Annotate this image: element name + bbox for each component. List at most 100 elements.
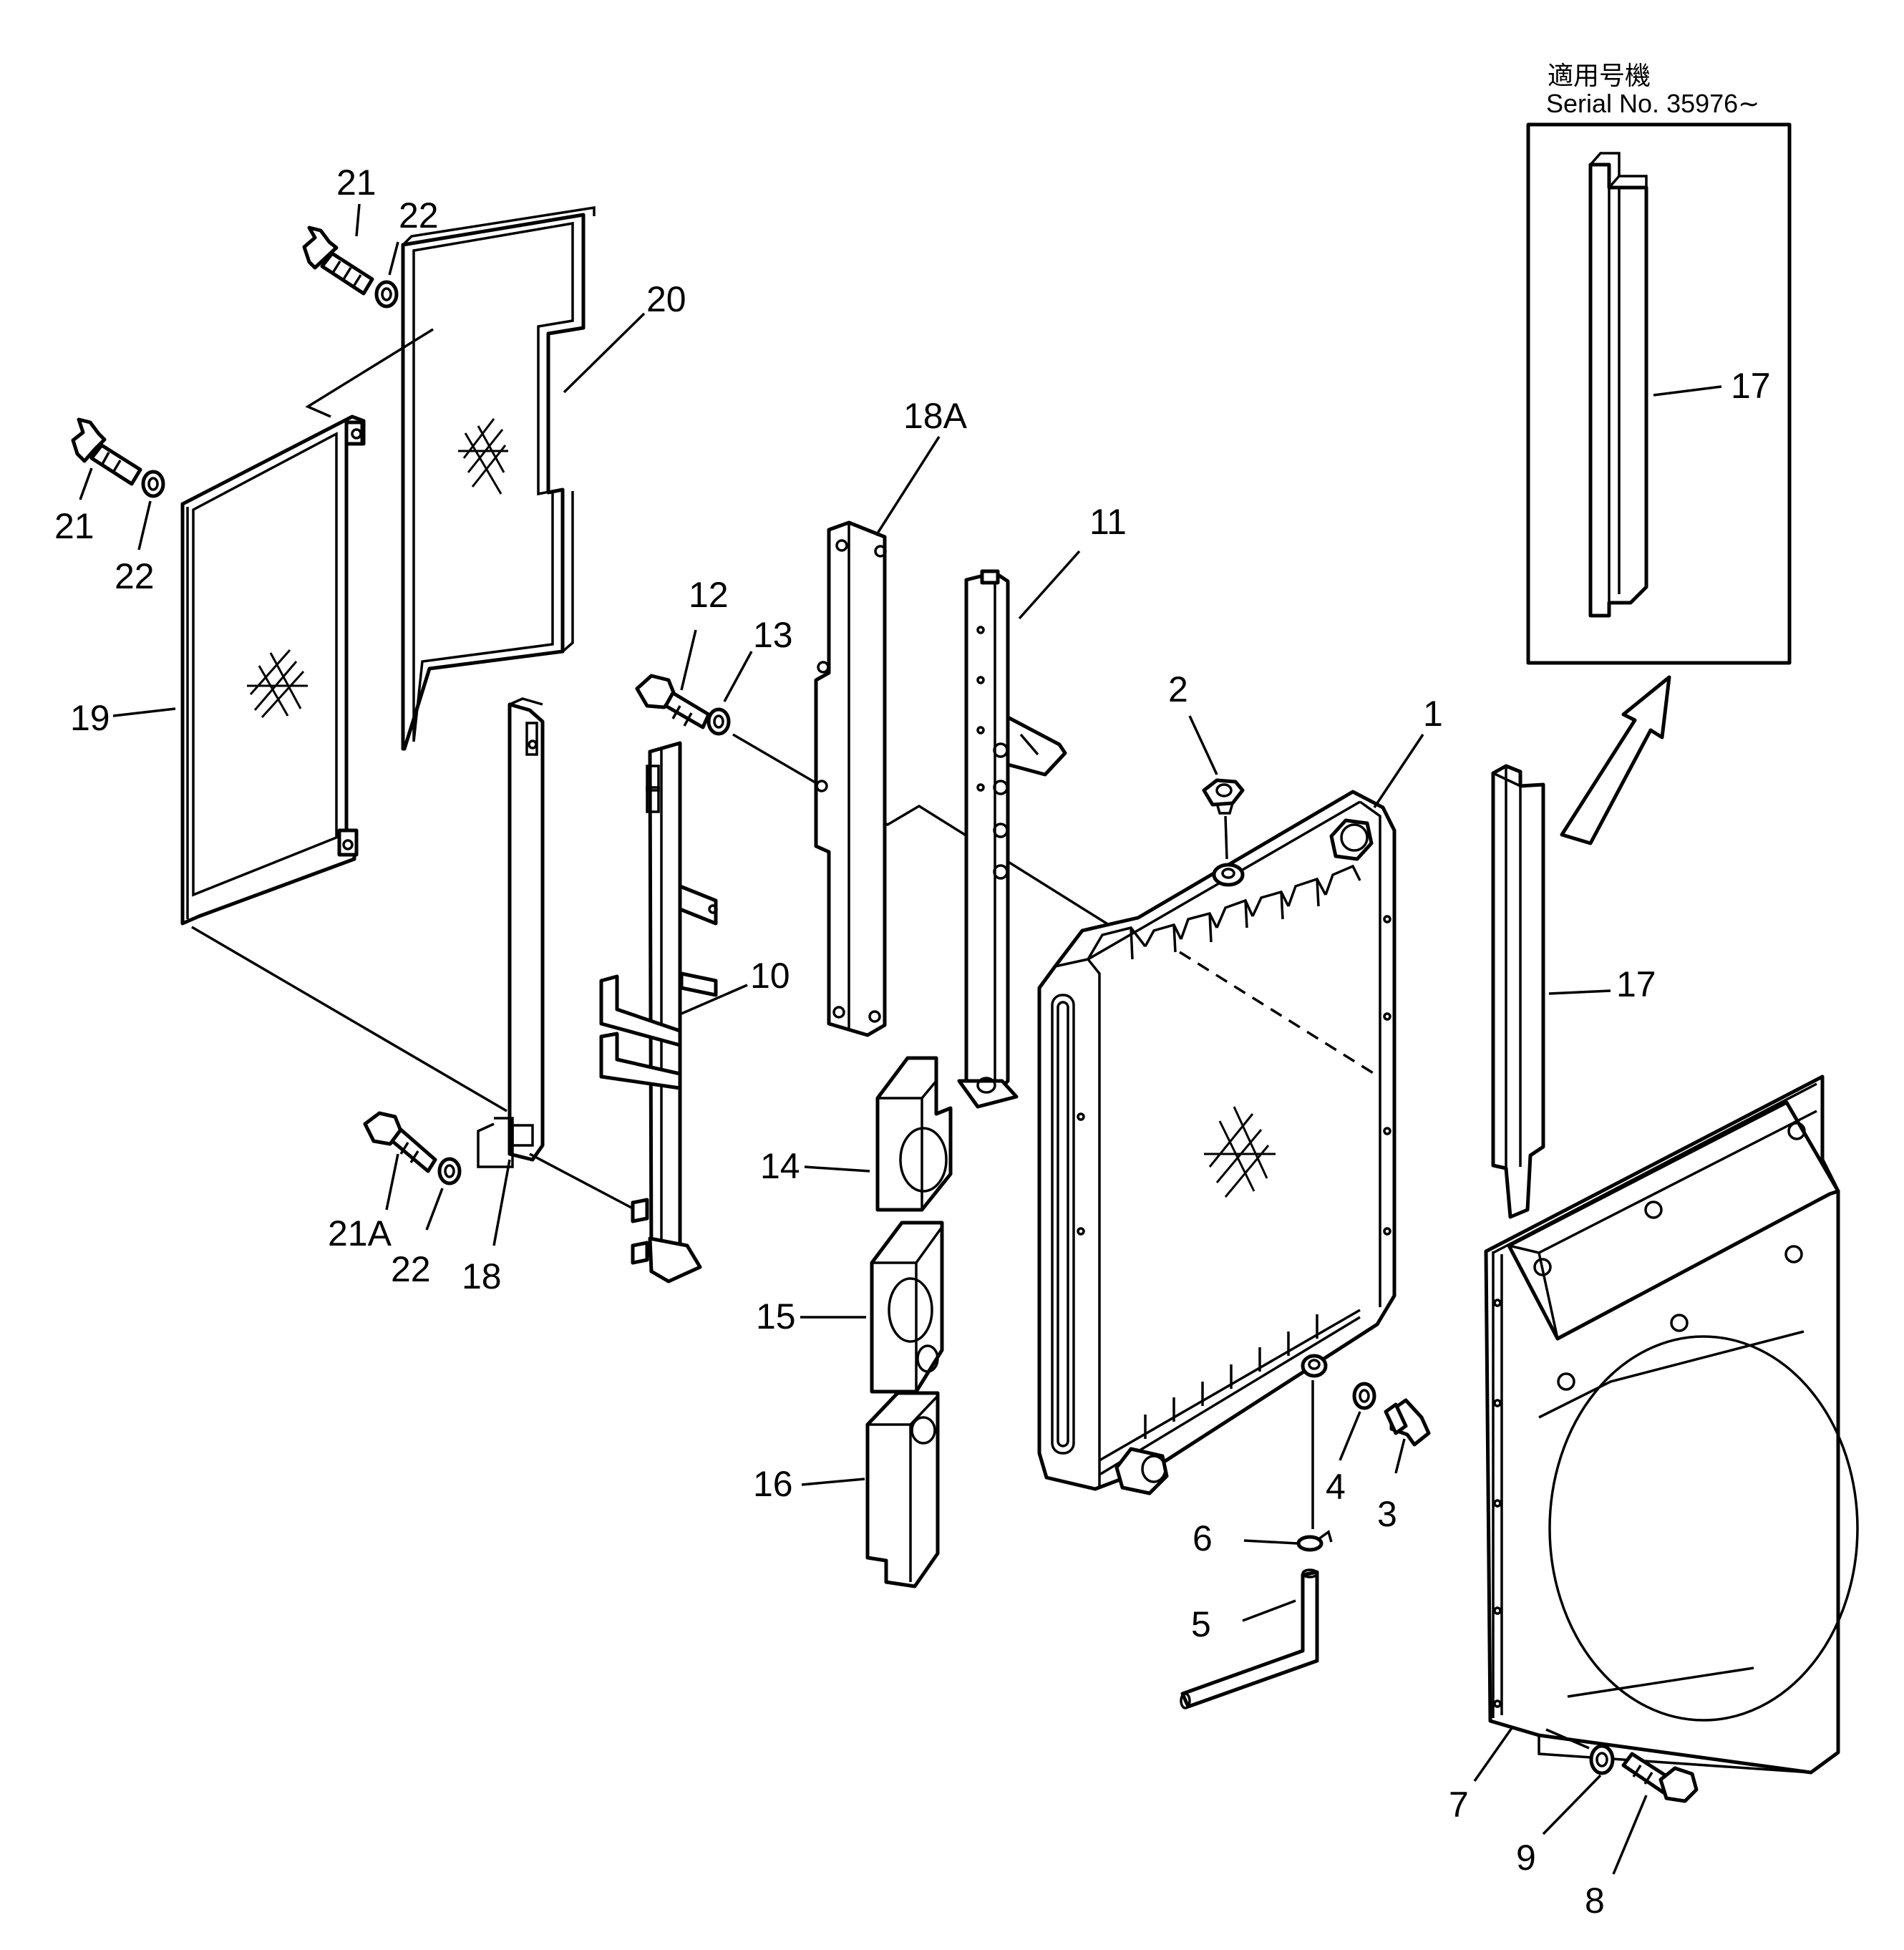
assembly-line-7 <box>1545 1728 1590 1750</box>
leader-11 <box>1018 550 1081 620</box>
leader-20 <box>563 312 646 394</box>
leader-9 <box>1542 1774 1602 1835</box>
assembly-line-12 <box>732 733 1130 939</box>
label-17: 17 <box>1616 964 1656 1004</box>
part-15-block <box>870 1221 944 1394</box>
label-22-left: 22 <box>115 556 155 596</box>
label-21-top: 21 <box>336 162 377 203</box>
label-21A: 21A <box>328 1213 392 1253</box>
part-19-screen <box>180 414 366 926</box>
label-7: 7 <box>1449 1785 1469 1825</box>
leader-21-top <box>355 203 361 237</box>
inset-part-17-drawing <box>1588 152 1648 618</box>
part-16-block <box>865 1391 940 1588</box>
part-20-screen <box>401 205 596 751</box>
label-20: 20 <box>646 279 686 319</box>
part-10-bracket <box>599 741 718 1284</box>
label-22-top: 22 <box>399 195 439 236</box>
side-bolt-holes <box>1077 915 1391 1236</box>
assembly-line-18 <box>529 1153 633 1210</box>
washer-22-bottom-icon <box>437 1157 462 1185</box>
label-10: 10 <box>750 956 790 996</box>
label-3: 3 <box>1377 1494 1397 1534</box>
drain-plug-3-icon <box>1384 1398 1431 1447</box>
leader-18 <box>492 1159 511 1246</box>
leader-12 <box>680 629 697 691</box>
leader-1 <box>1373 734 1424 808</box>
part-17-seal <box>1491 764 1545 1219</box>
part-7-fan-shroud <box>1484 1075 1859 1775</box>
bolt-21A-icon <box>363 1111 437 1173</box>
mesh-icon <box>247 649 308 719</box>
upper-tank-fins <box>1087 864 1361 960</box>
clamp-6-icon <box>1296 1530 1333 1552</box>
leader-13 <box>723 651 753 702</box>
filler-neck-icon <box>1212 863 1245 887</box>
assembly-line-1-dashed <box>1179 951 1375 1075</box>
wing-bolt-21-top-icon <box>302 225 374 296</box>
leader-21-left <box>79 467 93 500</box>
part-1-radiator <box>1037 790 1397 1495</box>
drain-valve-icon <box>1301 1354 1328 1378</box>
label-22-bottom: 22 <box>391 1249 431 1289</box>
leader-5 <box>1242 1599 1296 1622</box>
leader-22-bottom <box>425 1188 444 1231</box>
leader-22-top <box>388 241 399 276</box>
leader-18A <box>875 436 941 536</box>
leader-16 <box>801 1478 865 1486</box>
label-4: 4 <box>1326 1467 1346 1507</box>
hinge-icon <box>337 420 364 857</box>
label-16: 16 <box>753 1464 793 1504</box>
label-11: 11 <box>1089 502 1127 542</box>
washer-4-icon <box>1352 1382 1376 1410</box>
assembly-line-20 <box>305 328 434 418</box>
assembly-line-19 <box>191 926 507 1112</box>
part-11-bracket <box>957 569 1067 1109</box>
part-14-block <box>875 1056 953 1212</box>
flange-bolt-holes <box>1493 1299 1502 1708</box>
leader-8 <box>1612 1795 1648 1875</box>
washer-22-left-icon <box>141 470 165 498</box>
inset-frame <box>1526 122 1792 665</box>
leader-14 <box>804 1165 870 1173</box>
leader-6 <box>1243 1539 1298 1545</box>
leader-19 <box>112 707 176 717</box>
label-21-left: 21 <box>54 506 94 546</box>
radiator-cap-2-icon <box>1202 778 1245 860</box>
label-13: 13 <box>753 615 793 655</box>
drain-hose-5-icon <box>1180 1568 1319 1709</box>
leader-7 <box>1473 1727 1513 1782</box>
lower-hose-outlet-icon <box>1114 1447 1169 1495</box>
label-8: 8 <box>1585 1881 1605 1921</box>
serial-note-line2: Serial No. 35976∼ <box>1546 89 1759 118</box>
label-12: 12 <box>689 575 729 615</box>
label-2: 2 <box>1168 669 1188 709</box>
washer-13-icon <box>706 707 731 736</box>
leader-10 <box>681 984 748 1015</box>
leader-22-left <box>137 500 152 550</box>
label-14: 14 <box>760 1146 800 1186</box>
lower-tank-fins <box>1099 1309 1361 1462</box>
leader-3 <box>1394 1438 1406 1474</box>
bolt-12-icon <box>635 674 711 729</box>
leader-17-inset <box>1653 385 1722 397</box>
wing-bolt-21-left-icon <box>71 417 142 486</box>
leader-4 <box>1339 1411 1361 1461</box>
mesh-icon <box>458 418 508 495</box>
bolt-8-icon <box>1621 1752 1699 1803</box>
label-18: 18 <box>462 1256 502 1296</box>
label-19: 19 <box>70 698 110 738</box>
label-9: 9 <box>1516 1838 1536 1878</box>
leader-17 <box>1548 989 1611 995</box>
upper-hose-outlet-icon <box>1329 818 1374 861</box>
label-18A: 18A <box>903 396 968 436</box>
leader-21A <box>385 1153 399 1211</box>
label-17-inset: 17 <box>1731 366 1771 406</box>
part-18-bracket <box>477 697 545 1168</box>
label-5: 5 <box>1191 1604 1211 1644</box>
label-1: 1 <box>1423 694 1443 734</box>
reference-arrow <box>1560 675 1671 845</box>
serial-note-line1: 適用号機 <box>1548 61 1651 90</box>
leader-2 <box>1188 715 1218 775</box>
